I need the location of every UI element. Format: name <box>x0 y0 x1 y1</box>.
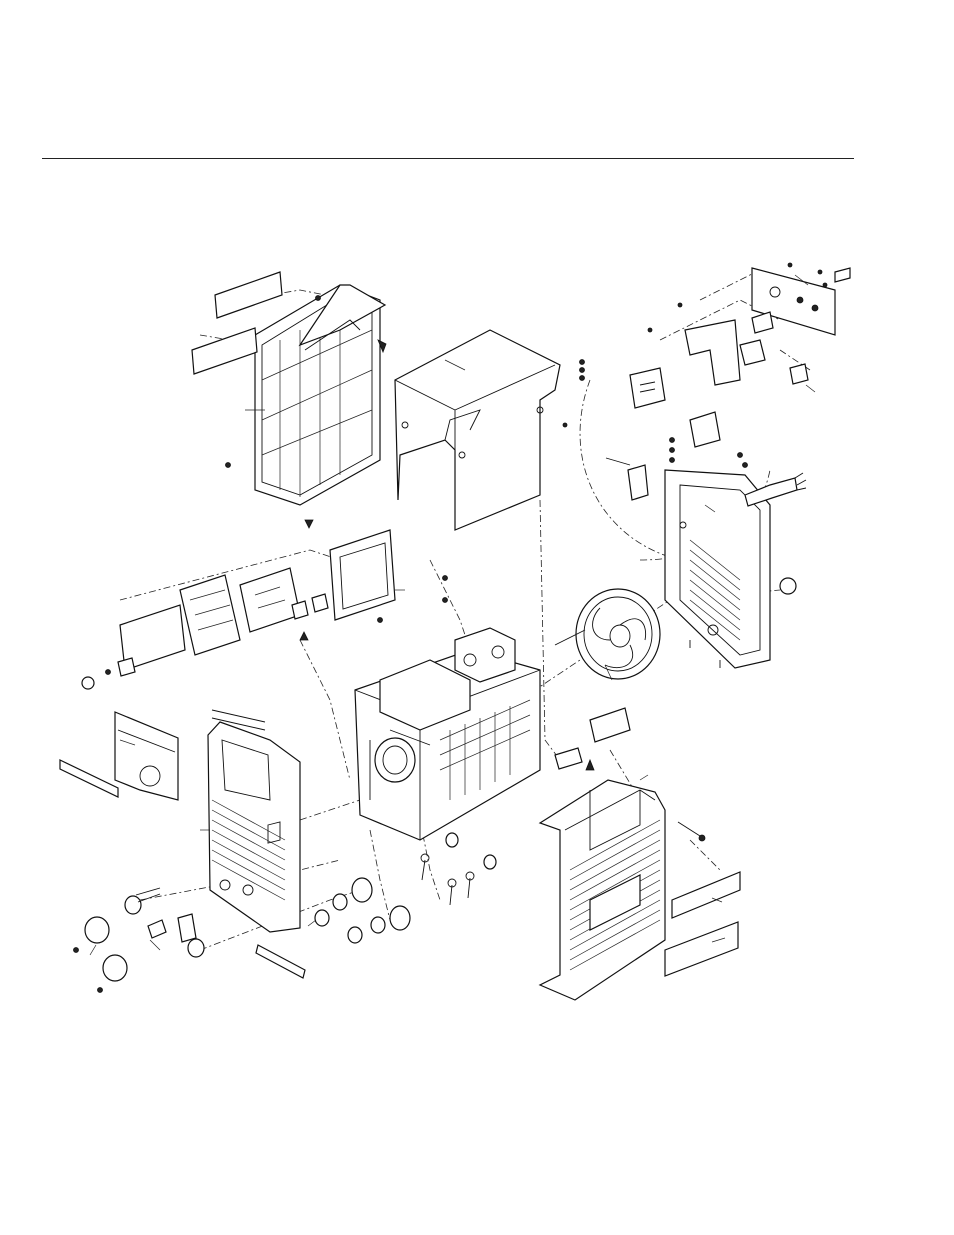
bottom-cover <box>540 780 665 1000</box>
contactor <box>630 368 720 447</box>
switches <box>685 312 808 385</box>
knob <box>82 658 135 689</box>
small-switch <box>292 594 328 619</box>
front-label-strip <box>256 945 305 978</box>
control-pcb <box>120 568 300 670</box>
rear-cover <box>255 285 385 505</box>
front-panel <box>208 710 300 932</box>
bolt <box>678 822 705 841</box>
display-window <box>330 530 395 620</box>
top-wrapper <box>395 330 560 530</box>
base-chassis <box>355 628 540 840</box>
terminal-block <box>606 458 648 500</box>
front-bezel <box>60 712 178 800</box>
